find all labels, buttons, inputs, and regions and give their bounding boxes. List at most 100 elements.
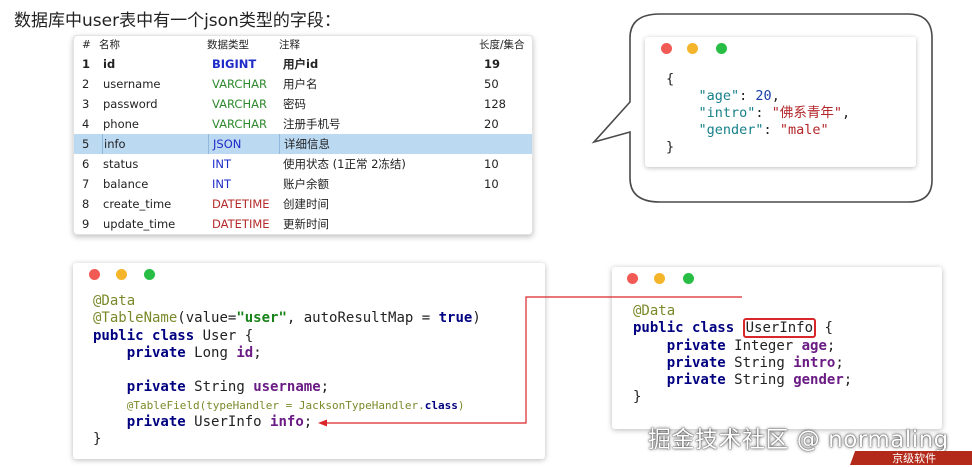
cell-type: BIGINT [212, 57, 257, 71]
cell-type: JSON [208, 134, 241, 154]
class-name-userinfo-highlight: UserInfo [742, 318, 817, 339]
cell-comment: 创建时间 [283, 197, 329, 211]
ann-table-field-text: @TableField(typeHandler = JacksonTypeHan… [126, 398, 425, 412]
ann-table-name: @TableName [93, 310, 178, 327]
kw-public: public [633, 320, 684, 337]
field-age: age [801, 337, 827, 354]
header-num[interactable]: # [82, 39, 91, 51]
kw-private: private [666, 337, 726, 354]
header-comment[interactable]: 注释 [279, 39, 300, 51]
cell-type: DATETIME [212, 217, 270, 231]
header-type[interactable]: 数据类型 [207, 39, 249, 51]
cell-length: 10 [484, 157, 499, 171]
json-val-gender: "male" [779, 122, 829, 138]
cell-name: update_time [103, 217, 176, 231]
json-window: { "age": 20, "intro": "佛系青年", "gender": … [645, 37, 916, 167]
close-dot-icon[interactable] [627, 273, 638, 284]
cell-type: VARCHAR [212, 97, 267, 111]
table-name-value: "user" [236, 310, 287, 327]
type-string: String [734, 354, 785, 371]
close-brace: } [93, 431, 102, 448]
row-num: 5 [82, 137, 90, 151]
ann-table-field: @TableField(typeHandler = JacksonTypeHan… [127, 399, 465, 412]
row-num: 9 [82, 217, 90, 231]
cell-comment: 账户余额 [283, 177, 329, 191]
window-titlebar [73, 263, 545, 285]
json-open-brace: { [666, 71, 675, 87]
maximize-dot-icon[interactable] [716, 43, 727, 54]
field-username: username [253, 379, 321, 396]
maximize-dot-icon[interactable] [144, 269, 155, 280]
cell-comment: 用户id [283, 57, 319, 71]
cell-comment: 用户名 [283, 77, 318, 91]
cell-length: 19 [484, 57, 501, 71]
close-dot-icon[interactable] [89, 269, 100, 280]
cell-name: info [102, 134, 126, 154]
cell-type: VARCHAR [212, 77, 267, 91]
cell-name: phone [103, 117, 139, 131]
json-key-gender: "gender" [698, 122, 764, 138]
ann-data: @Data [93, 293, 136, 309]
user-class-window: @Data @TableName(value="user", autoResul… [73, 263, 545, 459]
json-key-age: "age" [698, 88, 740, 104]
semicolon: ; [843, 372, 853, 389]
cell-comment: 注册手机号 [283, 117, 341, 131]
field-info: info [270, 414, 304, 431]
row-num: 3 [82, 97, 90, 111]
cell-comment: 密码 [283, 97, 306, 111]
close-brace: } [633, 389, 642, 406]
semicolon: ; [826, 337, 836, 354]
cell-length: 50 [484, 77, 499, 91]
kw-private: private [126, 379, 186, 396]
user-class-code: @Data @TableName(value="user", autoResul… [93, 293, 481, 449]
code-text: , autoResultMap = [286, 310, 439, 327]
json-code: { "age": 20, "intro": "佛系青年", "gender": … [666, 71, 851, 155]
row-num: 4 [82, 117, 90, 131]
minimize-dot-icon[interactable] [654, 273, 665, 284]
table-row[interactable]: 5 info JSON 详细信息 [74, 134, 532, 154]
minimize-dot-icon[interactable] [116, 269, 127, 280]
window-titlebar [645, 37, 916, 59]
ann-table-field-close: ) [457, 398, 465, 412]
table-header: # 名称 数据类型 注释 长度/集合 [74, 36, 532, 54]
type-userinfo: UserInfo [194, 414, 262, 431]
cell-name: create_time [103, 197, 172, 211]
maximize-dot-icon[interactable] [683, 273, 694, 284]
cell-comment: 使用状态 (1正常 2冻结) [283, 157, 406, 171]
close-dot-icon[interactable] [661, 43, 672, 54]
json-val-intro: "佛系青年" [771, 105, 842, 121]
cell-length: 10 [484, 177, 499, 191]
kw-class: class [692, 320, 735, 337]
header-length[interactable]: 长度/集合 [479, 39, 525, 51]
type-integer: Integer [734, 337, 794, 354]
open-brace: { [824, 320, 833, 337]
ann-table-field-class: class [424, 398, 458, 412]
row-num: 7 [82, 177, 90, 191]
field-intro: intro [793, 354, 836, 371]
row-num: 2 [82, 77, 90, 91]
type-long: Long [194, 344, 228, 361]
row-num: 6 [82, 157, 90, 171]
cell-name: password [103, 97, 158, 111]
minimize-dot-icon[interactable] [687, 43, 698, 54]
field-gender: gender [793, 372, 844, 389]
semicolon: ; [303, 414, 313, 431]
json-val-age: 20 [755, 88, 772, 104]
cell-comment: 详细信息 [279, 134, 330, 154]
cell-name: id [103, 57, 116, 71]
type-string: String [734, 372, 785, 389]
kw-private: private [126, 344, 186, 361]
field-id: id [236, 344, 254, 361]
kw-private: private [666, 354, 726, 371]
header-name[interactable]: 名称 [99, 39, 120, 51]
